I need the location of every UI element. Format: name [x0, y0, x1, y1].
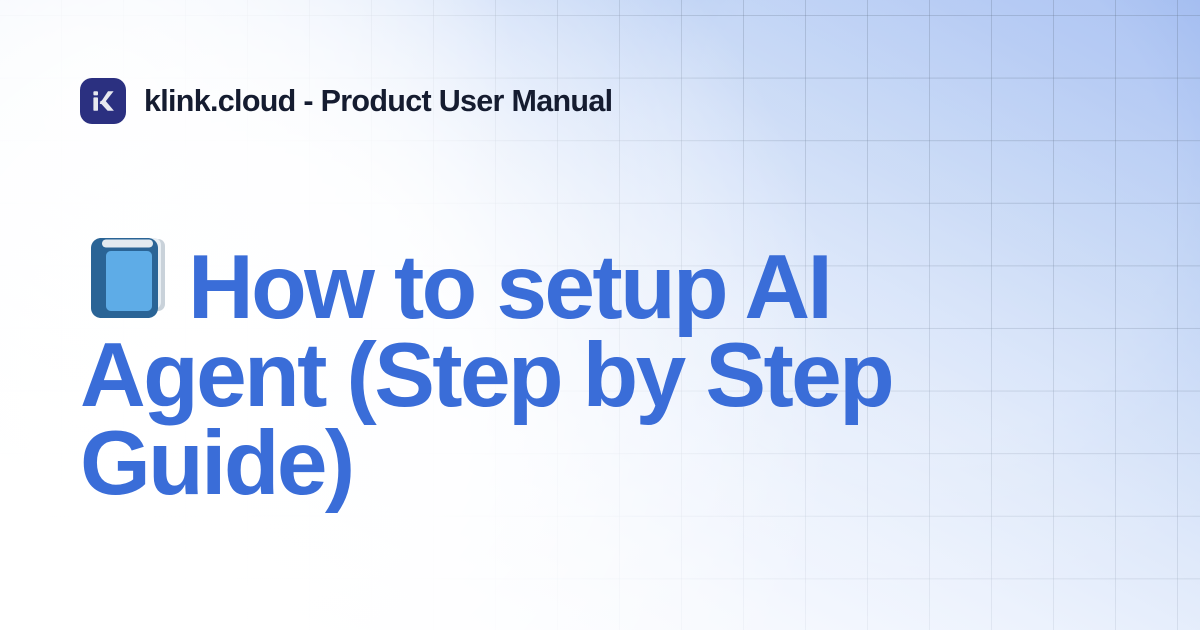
brand-header: klink.cloud - Product User Manual: [80, 75, 1120, 127]
klink-k-logo-icon: [80, 78, 126, 124]
brand-title: klink.cloud - Product User Manual: [144, 83, 613, 118]
page-title: How to setup AI Agent (Step by Step Guid…: [80, 230, 985, 509]
hero-section: How to setup AI Agent (Step by Step Guid…: [80, 230, 1120, 509]
page-title-text: How to setup AI Agent (Step by Step Guid…: [80, 237, 895, 514]
blue-book-emoji: [80, 230, 176, 326]
